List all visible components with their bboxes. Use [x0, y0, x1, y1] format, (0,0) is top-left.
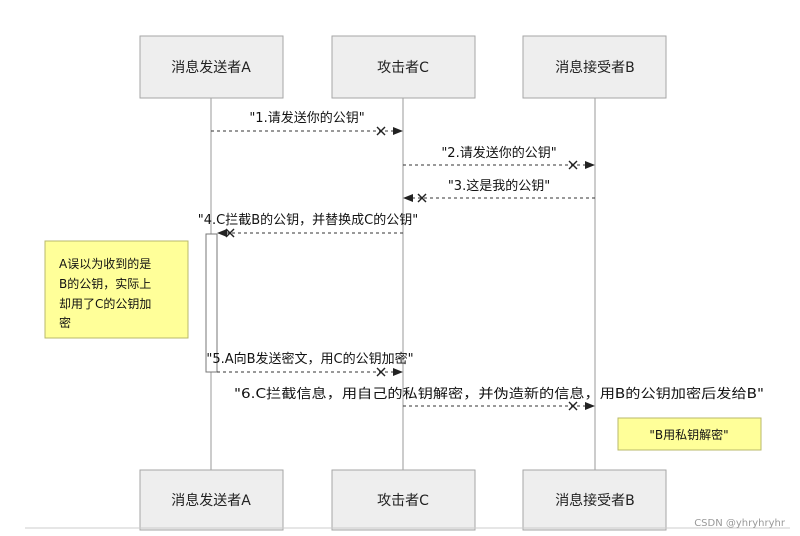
- participant-c-top: 攻击者C: [331, 35, 476, 99]
- message-5-label: "5.A向B发送密文，用C的公钥加密": [206, 351, 413, 367]
- participant-c-bottom: 攻击者C: [331, 469, 476, 531]
- participant-b-bottom-label: 消息接受者B: [555, 492, 635, 509]
- note-a-line-4: 密: [59, 315, 71, 330]
- participant-c-bottom-label: 攻击者C: [377, 493, 429, 509]
- message-3: "3.这是我的公钥": [403, 178, 595, 203]
- participant-b-top: 消息接受者B: [522, 35, 667, 99]
- lost-message-x-icon: [417, 193, 427, 203]
- csdn-watermark: CSDN @yhryhryhr: [694, 518, 786, 529]
- message-1: "1.请发送你的公钥": [211, 110, 403, 136]
- participant-c-top-label: 攻击者C: [377, 60, 429, 76]
- message-2-label: "2.请发送你的公钥": [441, 145, 556, 161]
- note-a-line-2: B的公钥，实际上: [59, 276, 151, 291]
- participant-b-bottom: 消息接受者B: [522, 469, 667, 531]
- message-2: "2.请发送你的公钥": [403, 145, 595, 170]
- message-6-label: "6.C拦截信息，用自己的私钥解密，并伪造新的信息，用B的公钥加密后发给B": [234, 386, 764, 402]
- lost-message-x-icon: [568, 160, 578, 170]
- note-a-line-3: 却用了C的公钥加: [59, 296, 151, 311]
- message-3-label: "3.这是我的公钥": [448, 178, 550, 194]
- participant-a-bottom: 消息发送者A: [139, 469, 284, 531]
- lost-message-x-icon: [568, 401, 578, 411]
- lost-message-x-icon: [225, 228, 235, 238]
- note-a-line-1: A误以为收到的是: [59, 256, 151, 271]
- lost-message-x-icon: [376, 126, 386, 136]
- activation-bar-a: [205, 233, 218, 373]
- note-b-decrypt: "B用私钥解密": [617, 417, 762, 451]
- message-4-label: "4.C拦截B的公钥，并替换成C的公钥": [198, 212, 418, 228]
- participant-a-top-label: 消息发送者A: [171, 59, 251, 76]
- participant-b-top-label: 消息接受者B: [555, 59, 635, 76]
- message-5: "5.A向B发送密文，用C的公钥加密": [206, 351, 414, 377]
- participant-a-bottom-label: 消息发送者A: [171, 492, 251, 509]
- note-b-line-1: "B用私钥解密": [649, 427, 728, 442]
- message-1-label: "1.请发送你的公钥": [249, 110, 364, 126]
- participant-a-top: 消息发送者A: [139, 35, 284, 99]
- message-6: "6.C拦截信息，用自己的私钥解密，并伪造新的信息，用B的公钥加密后发给B": [234, 386, 764, 411]
- message-4: "4.C拦截B的公钥，并替换成C的公钥": [198, 212, 418, 238]
- lost-message-x-icon: [376, 367, 386, 377]
- note-a-mistaken: A误以为收到的是 B的公钥，实际上 却用了C的公钥加 密: [44, 240, 189, 339]
